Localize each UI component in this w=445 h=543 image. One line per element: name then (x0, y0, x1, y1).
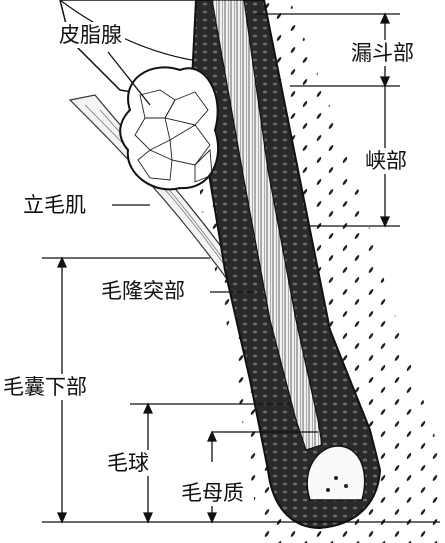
label-bulb: 毛球 (104, 450, 152, 476)
label-lower-follicle: 毛囊下部 (0, 374, 90, 400)
label-bulge: 毛隆突部 (98, 278, 188, 304)
label-infundibulum: 漏斗部 (348, 40, 417, 66)
label-matrix: 毛母质 (178, 480, 247, 506)
label-isthmus: 峡部 (362, 148, 410, 174)
label-sebaceous-gland: 皮脂腺 (56, 22, 125, 48)
label-arrector-pili: 立毛肌 (20, 192, 89, 218)
